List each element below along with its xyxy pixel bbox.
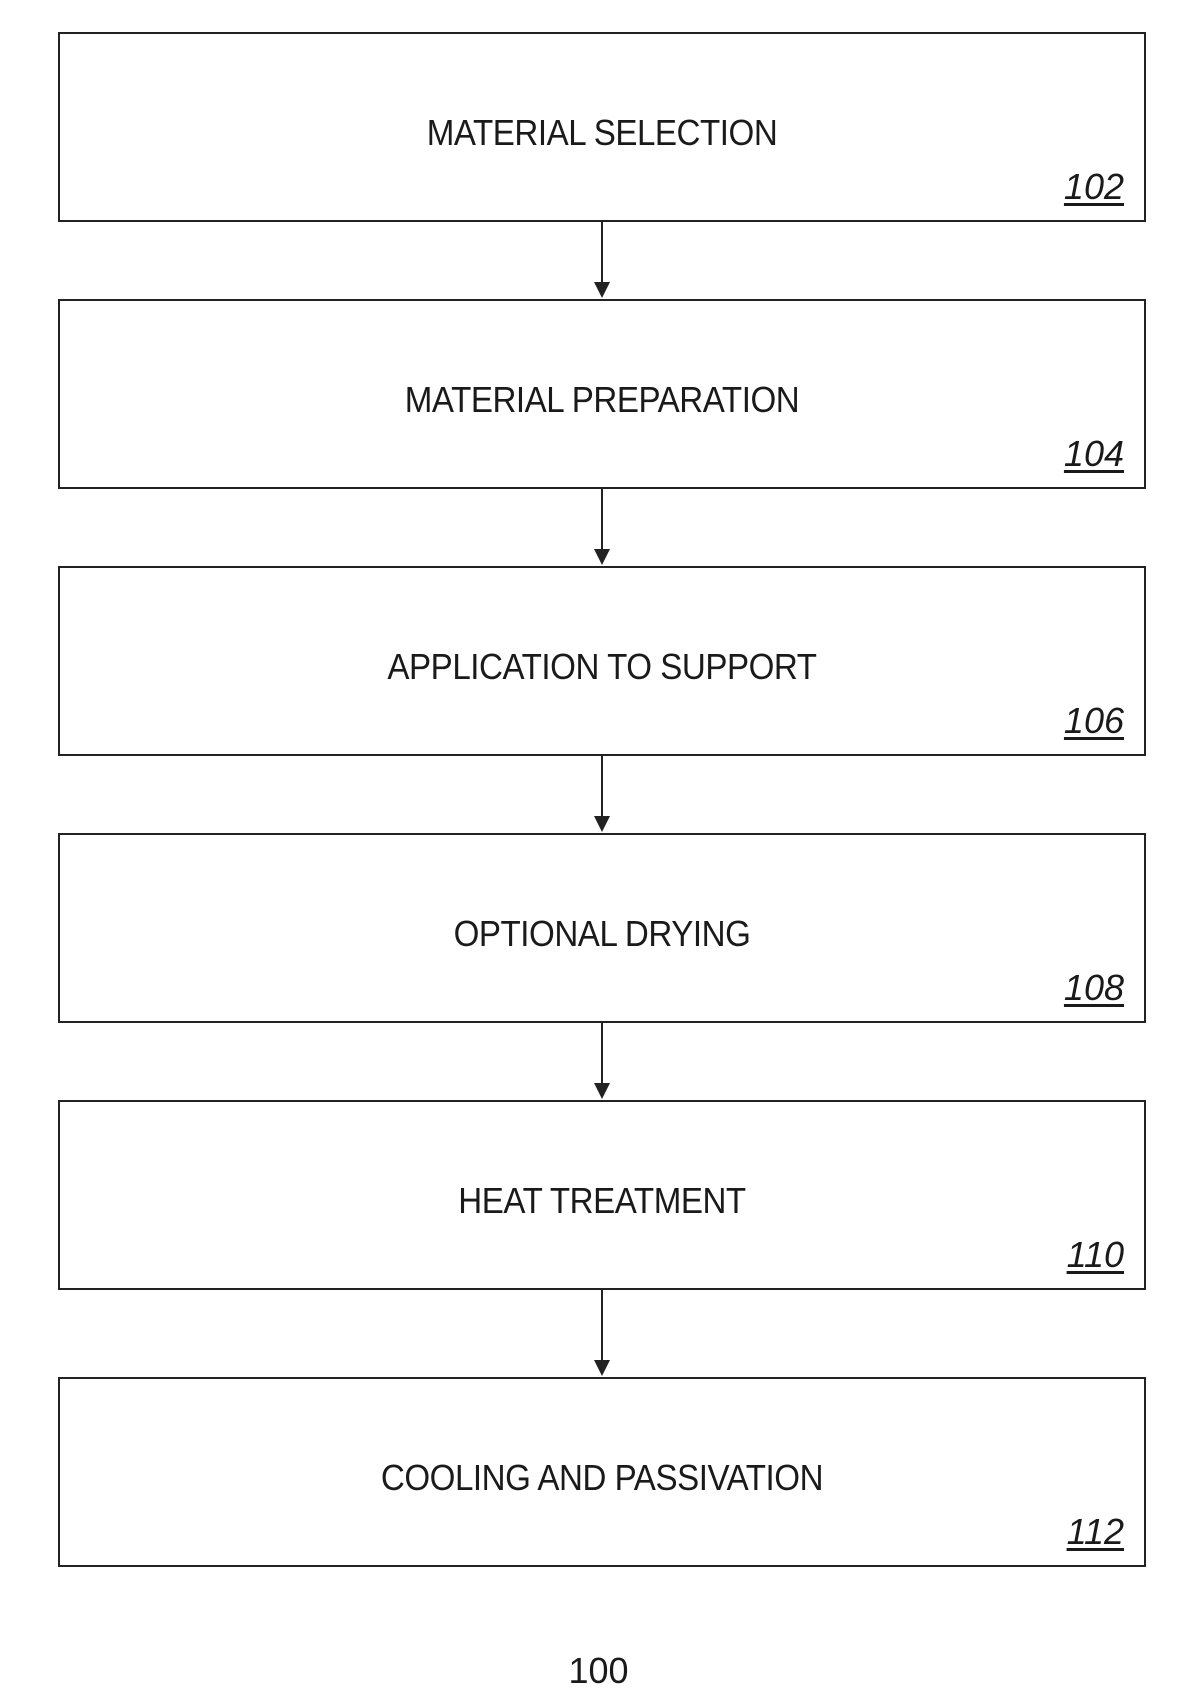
step-label: APPLICATION TO SUPPORT <box>103 646 1100 688</box>
figure-reference-number: 100 <box>0 1650 1197 1692</box>
step-box-application-to-support: APPLICATION TO SUPPORT 106 <box>58 566 1146 756</box>
step-label: HEAT TREATMENT <box>103 1180 1100 1222</box>
flow-arrow <box>598 1023 606 1099</box>
step-label: MATERIAL SELECTION <box>103 112 1100 154</box>
step-label: MATERIAL PREPARATION <box>103 379 1100 421</box>
step-reference-number: 110 <box>1067 1234 1124 1276</box>
step-reference-number: 104 <box>1064 433 1124 475</box>
flow-arrow <box>598 1290 606 1376</box>
step-box-material-selection: MATERIAL SELECTION 102 <box>58 32 1146 222</box>
step-reference-number: 102 <box>1064 166 1124 208</box>
step-box-material-preparation: MATERIAL PREPARATION 104 <box>58 299 1146 489</box>
flow-arrow <box>598 489 606 565</box>
step-label: OPTIONAL DRYING <box>103 913 1100 955</box>
step-reference-number: 106 <box>1064 700 1124 742</box>
step-reference-number: 108 <box>1064 967 1124 1009</box>
flow-arrow <box>598 222 606 298</box>
step-reference-number: 112 <box>1067 1511 1124 1553</box>
flow-arrow <box>598 756 606 832</box>
step-label: COOLING AND PASSIVATION <box>103 1457 1100 1499</box>
step-box-optional-drying: OPTIONAL DRYING 108 <box>58 833 1146 1023</box>
step-box-heat-treatment: HEAT TREATMENT 110 <box>58 1100 1146 1290</box>
step-box-cooling-and-passivation: COOLING AND PASSIVATION 112 <box>58 1377 1146 1567</box>
